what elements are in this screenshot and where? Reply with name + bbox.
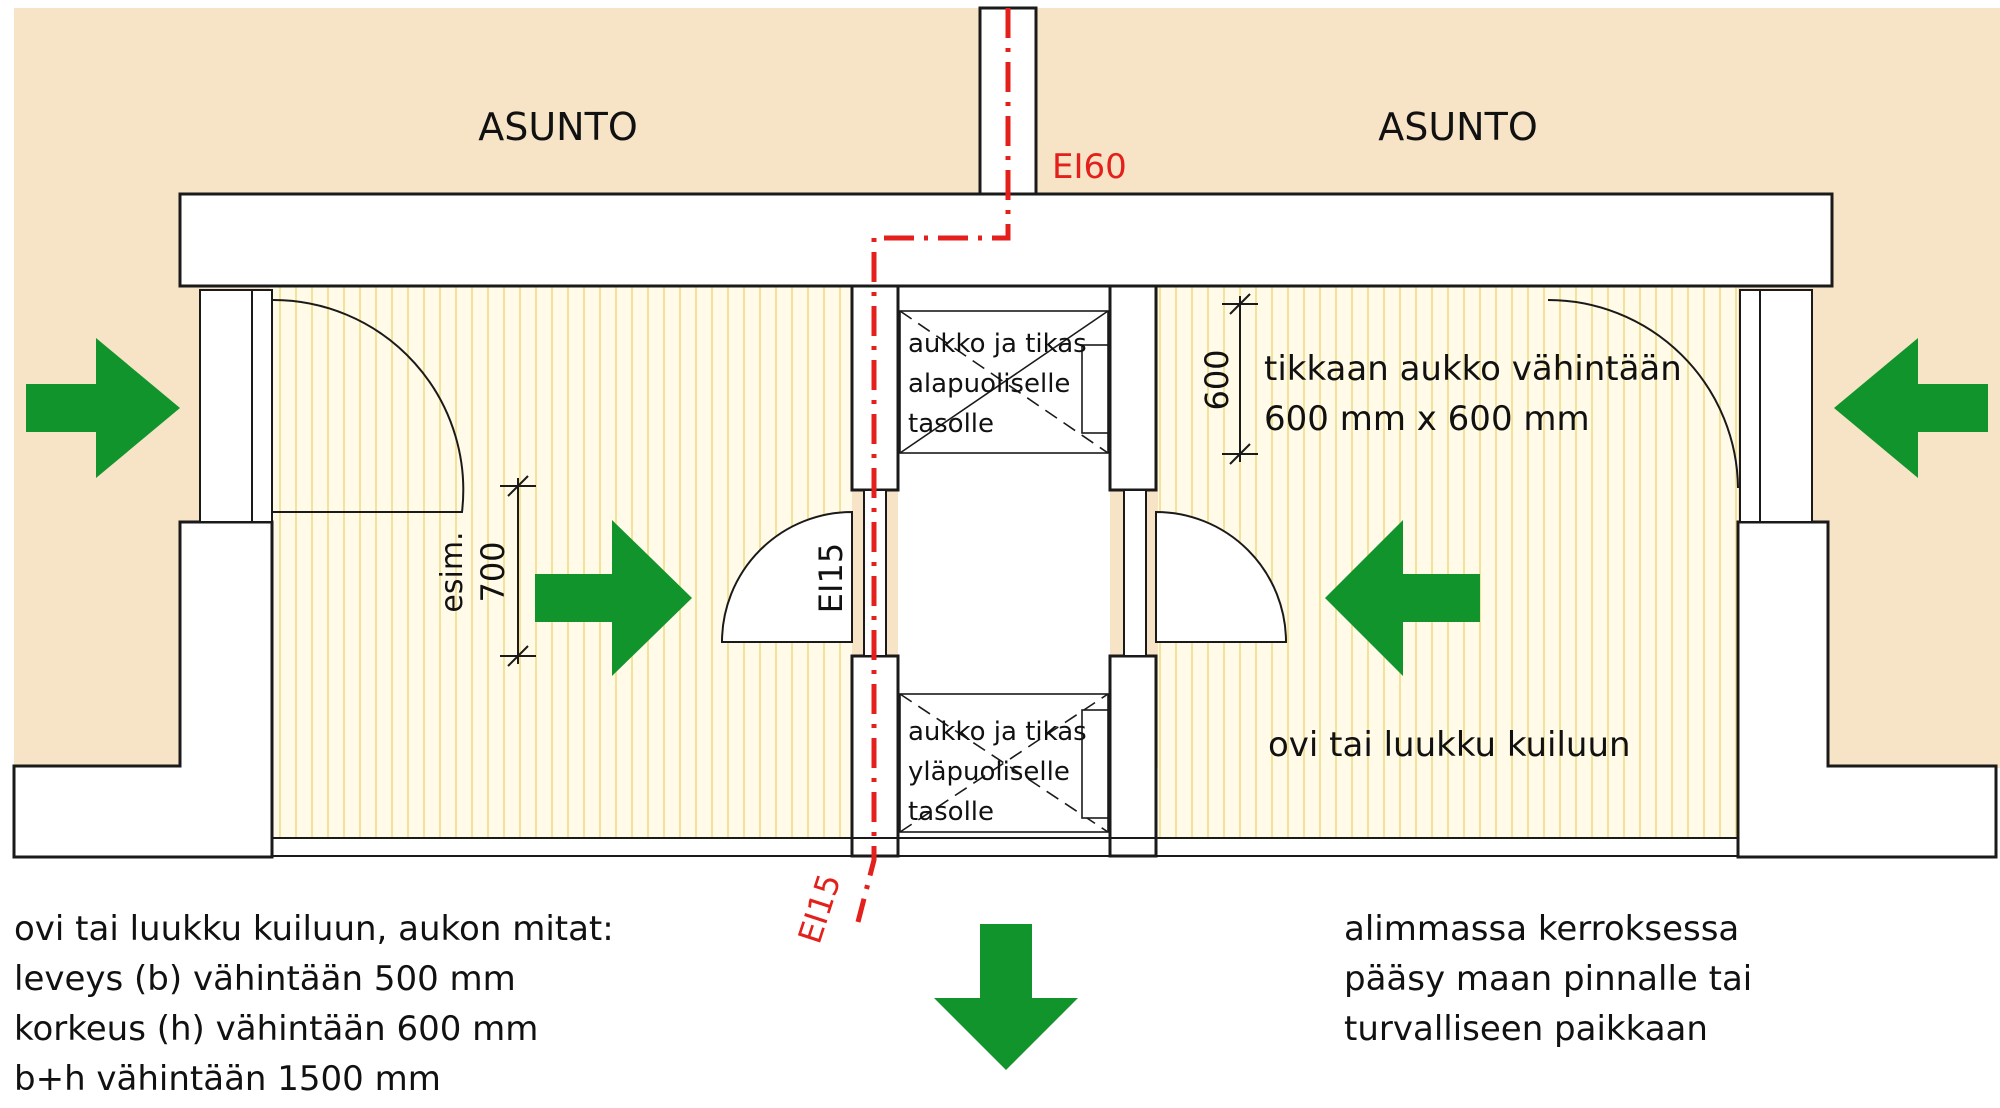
- walls: [12, 6, 1998, 859]
- entrance-door-left: [199, 289, 273, 523]
- ladder-opening-upper: [899, 693, 1109, 833]
- ground-floor-exit-note: alimmassa kerroksessa pääsy maan pinnall…: [1344, 904, 1752, 1054]
- arrow-down-icon: [934, 924, 1078, 1070]
- note-right-line-3: turvalliseen paikkaan: [1344, 1009, 1708, 1049]
- shaft-floor: [898, 287, 1110, 837]
- opening-dimensions-note: ovi tai luukku kuiluun, aukon mitat: lev…: [14, 904, 614, 1104]
- ladder-lower-line-1: aukko ja tikas: [908, 329, 1087, 359]
- shaft-wall-right-lower: [1108, 654, 1158, 858]
- hatch-note-line-1: tikkaan aukko vähintään: [1264, 349, 1682, 389]
- ladder-upper-line-1: aukko ja tikas: [908, 717, 1087, 747]
- ladder-opening-lower: [899, 310, 1109, 454]
- shaft-door-right-frame: [1123, 489, 1147, 657]
- entrance-door-right: [1739, 289, 1813, 523]
- apartment-label-right: ASUNTO: [1378, 105, 1537, 149]
- hatch-size-dimension: [1222, 293, 1258, 465]
- ladder-upper-text: aukko ja tikas yläpuoliselle tasolle: [908, 717, 1087, 827]
- door-swing-left: [271, 298, 465, 513]
- shaft-door-right-swing: [1155, 510, 1288, 643]
- shaft-door-left-swing: [720, 510, 853, 643]
- hatch-dimension-label: 600: [1198, 349, 1236, 410]
- shaft-wall-right-upper: [1108, 284, 1158, 492]
- door-dimension-label-1: esim.: [435, 531, 470, 612]
- note-right-line-1: alimmassa kerroksessa: [1344, 909, 1740, 949]
- apartment-label-left: ASUNTO: [478, 105, 637, 149]
- fire-rating-door: EI15: [812, 543, 850, 613]
- note-left-line-3: korkeus (h) vähintään 600 mm: [14, 1009, 539, 1049]
- ladder-lower-line-2: alapuoliselle: [908, 369, 1070, 399]
- note-left-line-4: b+h vähintään 1500 mm: [14, 1059, 441, 1099]
- note-left-line-2: leveys (b) vähintään 500 mm: [14, 959, 516, 999]
- arrow-right-icon: [26, 338, 692, 676]
- hatch-note-line-2: 600 mm x 600 mm: [1264, 399, 1590, 439]
- ladder-lower-text: aukko ja tikas alapuoliselle tasolle: [908, 329, 1087, 439]
- fire-rating-top: EI60: [1052, 147, 1127, 187]
- door-note: ovi tai luukku kuiluun: [1268, 725, 1631, 765]
- fire-rating-bottom: EI15: [791, 869, 849, 948]
- ladder-lower-line-3: tasolle: [908, 409, 994, 439]
- ladder-upper-line-2: yläpuoliselle: [908, 757, 1070, 787]
- door-width-dimension: [500, 475, 536, 667]
- arrow-left-icon: [1325, 338, 1988, 676]
- fire-compartment-line: [855, 8, 1011, 923]
- door-swing-right: [1547, 299, 1739, 489]
- door-dimension-label-2: 700: [474, 541, 512, 602]
- ladder-upper-line-3: tasolle: [908, 797, 994, 827]
- note-left-line-1: ovi tai luukku kuiluun, aukon mitat:: [14, 909, 614, 949]
- note-right-line-2: pääsy maan pinnalle tai: [1344, 959, 1753, 999]
